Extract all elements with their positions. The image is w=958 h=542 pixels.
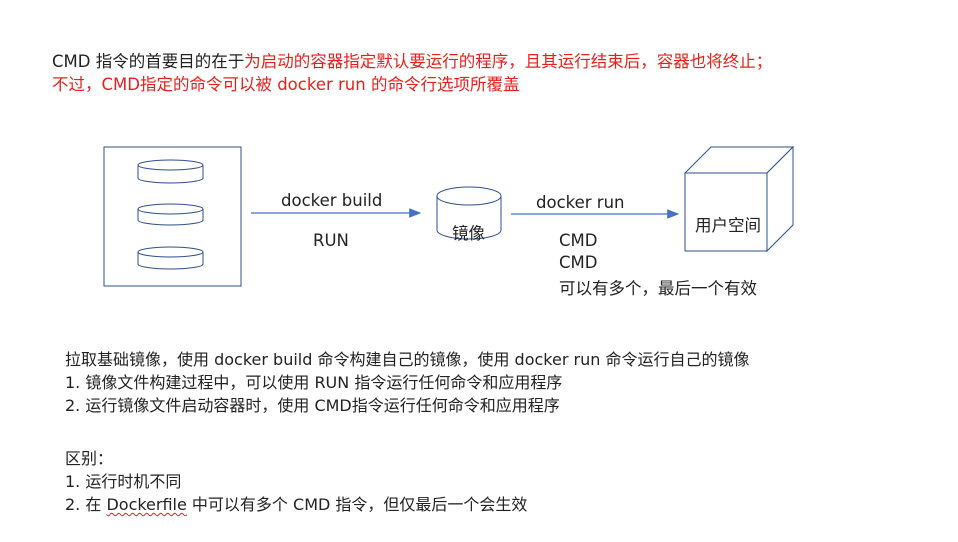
- docker-run-label: docker run: [536, 193, 625, 212]
- image-label: 镜像: [452, 224, 485, 243]
- section-1-heading: 拉取基础镜像，使用 docker build 命令构建自己的镜像，使用 dock…: [65, 350, 750, 369]
- section-1-item-2: 2. 运行镜像文件启动容器时，使用 CMD指令运行任何命令和应用程序: [65, 396, 560, 415]
- docker-build-label: docker build: [281, 191, 383, 210]
- intro-line1-red: 为启动的容器指定默认要运行的程序，且其运行结束后，容器也将终止；: [244, 52, 773, 71]
- cmd-label-1: CMD: [559, 231, 598, 250]
- section-2-item-2-prefix: 2. 在: [65, 495, 107, 514]
- section-2-item-1: 1. 运行时机不同: [65, 472, 182, 491]
- section-1: 拉取基础镜像，使用 docker build 命令构建自己的镜像，使用 dock…: [65, 348, 749, 417]
- layer-disk-3: [137, 246, 204, 270]
- section-2: 区别： 1. 运行时机不同 2. 在 Dockerfile 中可以有多个 CMD…: [65, 447, 527, 516]
- section-2-heading: 区别：: [65, 449, 114, 468]
- user-space-label: 用户空间: [695, 216, 761, 235]
- layer-disk-1: [137, 159, 204, 184]
- multi-cmd-note: 可以有多个，最后一个有效: [559, 279, 757, 298]
- run-instruction-label: RUN: [313, 231, 349, 250]
- section-1-item-1: 1. 镜像文件构建过程中，可以使用 RUN 指令运行任何命令和应用程序: [65, 373, 563, 392]
- dockerfile-word: Dockerfile: [106, 495, 187, 514]
- layer-disk-2: [137, 203, 204, 226]
- section-2-item-2-suffix: 中可以有多个 CMD 指令，但仅最后一个会生效: [186, 495, 528, 514]
- intro-line2-red: 不过，CMD指定的命令可以被 docker run 的命令行选项所覆盖: [52, 75, 520, 94]
- user-space-cube: [683, 145, 795, 253]
- cmd-label-2: CMD: [559, 253, 598, 272]
- image-cylinder: [436, 186, 502, 240]
- intro-paragraph: CMD 指令的首要目的在于为启动的容器指定默认要运行的程序，且其运行结束后，容器…: [52, 50, 772, 96]
- intro-prefix: CMD 指令的首要目的在于: [52, 52, 245, 71]
- intro-line-1: CMD 指令的首要目的在于为启动的容器指定默认要运行的程序，且其运行结束后，容器…: [52, 50, 772, 73]
- intro-line-2: 不过，CMD指定的命令可以被 docker run 的命令行选项所覆盖: [52, 73, 772, 96]
- section-2-item-2: 2. 在 Dockerfile 中可以有多个 CMD 指令，但仅最后一个会生效: [65, 493, 527, 516]
